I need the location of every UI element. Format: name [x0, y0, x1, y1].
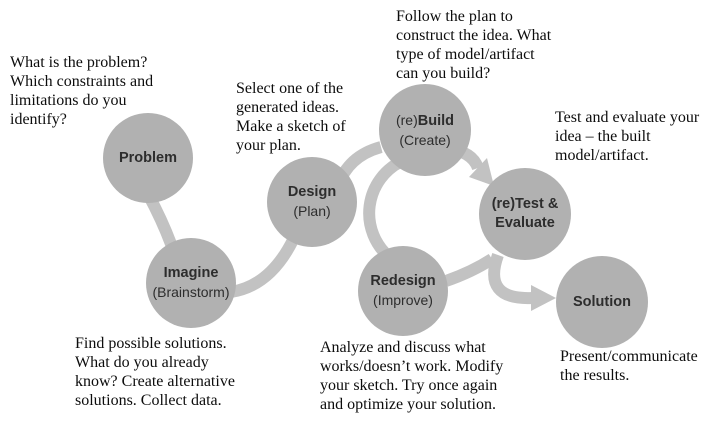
note-solution: Present/communicate the results.: [560, 348, 698, 384]
node-redesign-sublabel: (Improve): [373, 292, 433, 308]
node-retest-evaluate-label-line1: (re)Test &: [491, 196, 559, 212]
node-imagine-sublabel: (Brainstorm): [152, 284, 230, 300]
node-redesign: Redesign (Improve): [358, 246, 448, 336]
node-retest-evaluate-label-line2: Evaluate: [495, 215, 555, 231]
node-rebuild: (re)Build (Create): [379, 84, 471, 176]
node-solution: Solution: [556, 256, 648, 348]
node-rebuild-label: (re)Build: [395, 111, 455, 129]
arrow-build-test-head: [469, 158, 494, 186]
connector-redesign-test-loop: [444, 253, 496, 287]
node-design-label: Design: [287, 184, 337, 200]
node-design-sublabel: (Plan): [293, 203, 331, 219]
connector-build-redesign-loop: [363, 156, 403, 261]
arrow-test-solution-head: [531, 285, 556, 311]
arrow-test-solution-shaft: [488, 252, 533, 305]
node-imagine: Imagine (Brainstorm): [146, 238, 236, 328]
note-build: Follow the plan to construct the idea. W…: [396, 8, 552, 82]
node-problem-label: Problem: [118, 149, 177, 166]
node-rebuild-sublabel: (Create): [399, 131, 451, 148]
node-imagine-label: Imagine: [163, 265, 219, 281]
note-design: Select one of the generated ideas. Make …: [236, 80, 346, 154]
node-design: Design (Plan): [267, 157, 357, 247]
node-redesign-label: Redesign: [370, 273, 436, 289]
note-problem: What is the problem? Which constraints a…: [10, 54, 154, 128]
node-problem: Problem: [103, 113, 193, 203]
node-retest-evaluate: (re)Test & Evaluate: [479, 168, 571, 260]
note-test: Test and evaluate your idea – the built …: [555, 109, 700, 164]
node-solution-label: Solution: [573, 293, 631, 310]
note-redesign: Analyze and discuss what works/doesn’t w…: [320, 339, 504, 413]
connector-imagine-design: [229, 237, 299, 298]
note-imagine: Find possible solutions. What do you alr…: [75, 335, 235, 409]
